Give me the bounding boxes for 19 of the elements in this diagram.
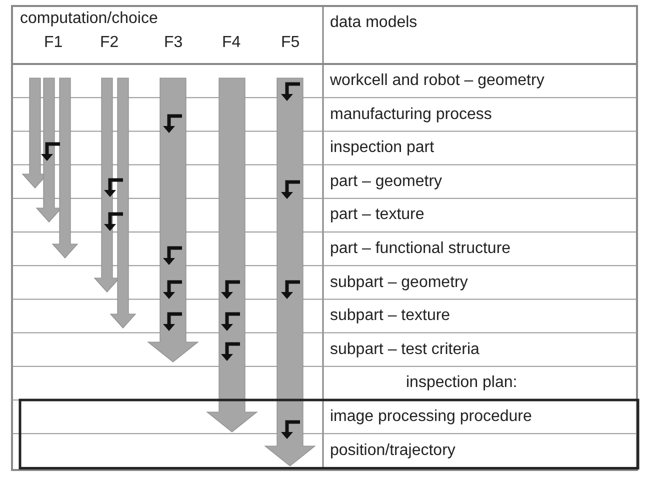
row-label: subpart – test criteria bbox=[330, 340, 480, 359]
row-label: part – geometry bbox=[330, 172, 442, 191]
row-label: subpart – texture bbox=[330, 307, 450, 326]
row-label: part – texture bbox=[330, 206, 424, 224]
column-heading: data models bbox=[330, 14, 418, 32]
column-heading: F3 bbox=[164, 34, 183, 52]
column-heading: F4 bbox=[222, 34, 241, 52]
row-label: position/trajectory bbox=[330, 442, 456, 460]
row-label: subpart – geometry bbox=[330, 274, 468, 292]
row-label: inspection plan: bbox=[406, 374, 518, 392]
column-heading: F5 bbox=[281, 34, 300, 52]
column-heading: F1 bbox=[44, 34, 63, 52]
column-heading: F2 bbox=[100, 34, 119, 52]
row-label: workcell and robot – geometry bbox=[330, 72, 544, 90]
row-label: manufacturing process bbox=[330, 106, 492, 124]
row-label: image processing procedure bbox=[330, 408, 532, 426]
column-heading: computation/choice bbox=[20, 10, 158, 28]
row-label: part – functional structure bbox=[330, 240, 511, 258]
row-label: inspection part bbox=[330, 139, 434, 158]
